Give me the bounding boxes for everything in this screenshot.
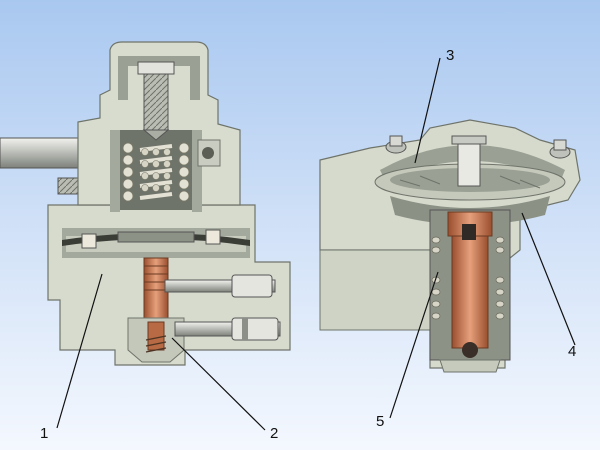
leader-2 [171,337,266,431]
leader-5 [389,271,439,419]
adjust-bolt-head [137,61,175,75]
diaphragm [62,233,250,246]
left-regulator-cutaway [0,41,291,366]
callout-5: 5 [376,413,384,430]
side-screw-icon [202,147,214,159]
adjust-bolt-thread [143,73,169,131]
valve-stem [143,257,169,319]
valve-port-icon [462,342,478,358]
callout-2: 2 [270,425,278,442]
right-regulator-cutaway [319,119,581,373]
copper-valve-body [451,235,489,349]
callout-leaders [56,57,576,431]
callout-1: 1 [40,425,48,442]
main-spring [122,142,190,202]
leader-4 [521,212,576,346]
valve-spring [431,236,505,320]
callout-3: 3 [446,47,454,64]
leader-1 [56,273,103,429]
callout-4: 4 [568,343,576,360]
top-stem [457,139,481,187]
leader-3 [414,57,441,164]
